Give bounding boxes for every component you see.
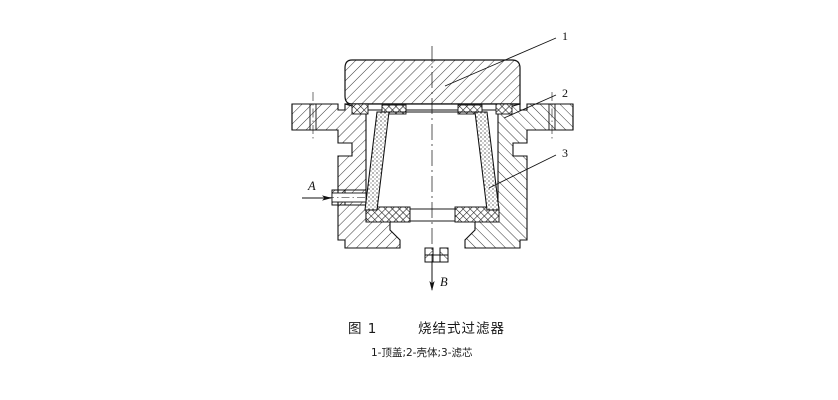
flow-letter-b: B: [440, 275, 448, 289]
figure-caption-label: 图 1: [348, 321, 377, 337]
inlet-port: [326, 189, 372, 206]
callout-number-1: 1: [562, 29, 568, 43]
part-top-cover: [344, 59, 521, 111]
filter-assembly: [291, 46, 574, 272]
flow-arrow-a: A: [302, 179, 332, 201]
gaskets: [351, 103, 513, 223]
leader-line-1: [444, 37, 557, 87]
callout-number-2: 2: [562, 86, 568, 100]
figure-caption-title: 烧结式过滤器: [418, 321, 505, 337]
flow-letter-a: A: [307, 179, 316, 193]
callout-number-3: 3: [562, 146, 568, 160]
part-housing-body: [291, 92, 574, 263]
part-filter-element: [364, 111, 500, 211]
flow-arrow-b: B: [429, 262, 448, 291]
leader-line-2: [503, 94, 557, 119]
leader-line-3: [488, 154, 557, 189]
figure-caption-legend: 1-顶盖;2-壳体;3-滤芯: [371, 346, 472, 359]
callout-leaders: [444, 37, 557, 189]
